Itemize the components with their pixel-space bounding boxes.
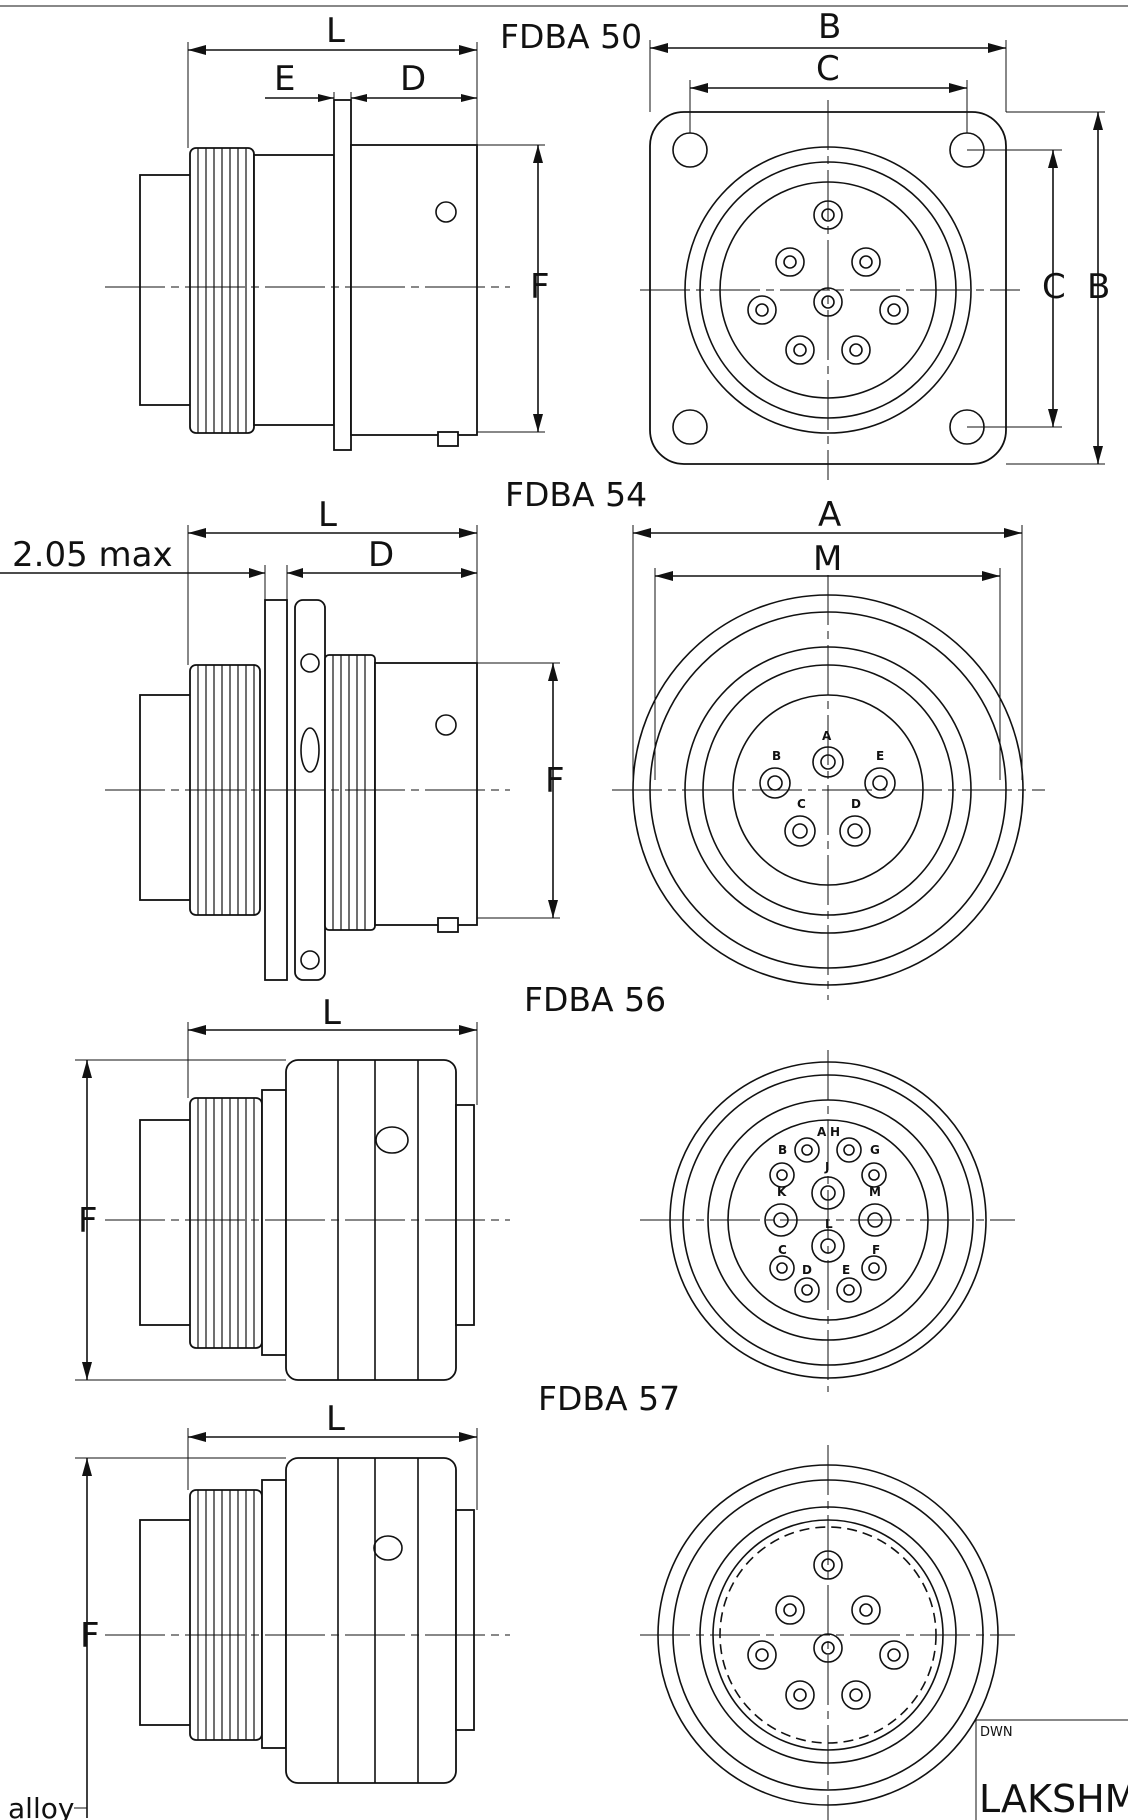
fdba-56-pin-J: J bbox=[824, 1160, 829, 1174]
fdba-54-dim-M: M bbox=[813, 539, 842, 579]
fdba-56-pin-G: G bbox=[870, 1143, 880, 1157]
fdba-57-front-view bbox=[640, 1445, 1015, 1820]
fdba-56-dim-L: L bbox=[322, 993, 341, 1033]
fdba-54-front-view: A B C D E A M bbox=[612, 495, 1045, 1000]
fdba-50-front-view: B C C B bbox=[640, 7, 1110, 480]
title-block-field: DWN bbox=[980, 1725, 1013, 1740]
fdba-54-pin-D: D bbox=[851, 797, 861, 811]
fdba-57-side-view: L F bbox=[75, 1399, 510, 1818]
fdba-56-side-view: L F bbox=[75, 993, 510, 1381]
fdba-57-group: FDBA 57 L F bbox=[75, 1379, 1015, 1820]
fdba-56-pin-L: L bbox=[825, 1217, 833, 1231]
fdba-50-dim-C-right: C bbox=[1042, 267, 1066, 307]
fdba-56-pin-H: H bbox=[830, 1125, 840, 1139]
fdba-57-title: FDBA 57 bbox=[538, 1379, 680, 1418]
fdba-54-dim-2.05max: 2.05 max bbox=[12, 535, 173, 575]
fdba-54-dim-A: A bbox=[818, 495, 841, 535]
fdba-56-title: FDBA 56 bbox=[524, 980, 666, 1019]
fdba-54-pin-B: B bbox=[772, 749, 781, 763]
title-block-name: LAKSHMI bbox=[979, 1777, 1128, 1820]
fdba-56-group: FDBA 56 L F bbox=[75, 980, 1015, 1392]
fdba-50-pins bbox=[747, 200, 909, 365]
fdba-54-pin-E: E bbox=[876, 749, 884, 763]
fdba-56-dim-F: F bbox=[78, 1201, 98, 1241]
fdba-56-pin-B: B bbox=[778, 1143, 787, 1157]
fdba-54-group: FDBA 54 bbox=[0, 475, 1045, 1000]
title-block: DWN LAKSHMI bbox=[975, 1719, 1128, 1820]
fdba-50-title: FDBA 50 bbox=[500, 17, 642, 56]
fdba-57-pins bbox=[747, 1550, 909, 1710]
fdba-54-dim-D: D bbox=[368, 535, 394, 575]
fdba-56-pin-A: A bbox=[817, 1125, 827, 1139]
fdba-56-pins bbox=[764, 1137, 892, 1303]
fdba-54-side-view: L 2.05 max D F bbox=[0, 495, 565, 981]
fdba-50-dim-F: F bbox=[530, 267, 550, 307]
fdba-54-dim-F: F bbox=[545, 761, 565, 801]
fdba-54-pins bbox=[759, 746, 896, 847]
fdba-50-group: FDBA 50 L bbox=[105, 7, 1110, 480]
fdba-54-pin-C: C bbox=[797, 797, 806, 811]
fdba-56-pin-K: K bbox=[777, 1185, 787, 1199]
note-text: alloy bbox=[8, 1792, 74, 1820]
fdba-50-dim-B-top: B bbox=[818, 7, 841, 47]
fdba-56-front-view: A B C D E F G H J K L M bbox=[640, 1050, 1015, 1392]
fdba-50-dim-C-top: C bbox=[816, 49, 840, 89]
fdba-56-pin-C: C bbox=[778, 1243, 787, 1257]
fdba-57-dim-F: F bbox=[80, 1616, 100, 1656]
fdba-56-pin-E: E bbox=[842, 1263, 850, 1277]
fdba-57-dim-L: L bbox=[326, 1399, 345, 1439]
fdba-50-dim-D: D bbox=[400, 59, 426, 99]
fdba-56-pin-M: M bbox=[869, 1185, 881, 1199]
fdba-54-title: FDBA 54 bbox=[505, 475, 647, 514]
fdba-56-pin-D: D bbox=[802, 1263, 812, 1277]
fdba-50-dim-B-right: B bbox=[1087, 267, 1110, 307]
fdba-56-pin-F: F bbox=[872, 1243, 880, 1257]
fdba-50-dim-E: E bbox=[274, 59, 295, 99]
fdba-50-side-view: L E D F bbox=[105, 11, 550, 451]
fdba-54-pin-A: A bbox=[822, 729, 832, 743]
fdba-54-dim-L: L bbox=[318, 495, 337, 535]
fdba-50-dim-L: L bbox=[326, 11, 345, 51]
